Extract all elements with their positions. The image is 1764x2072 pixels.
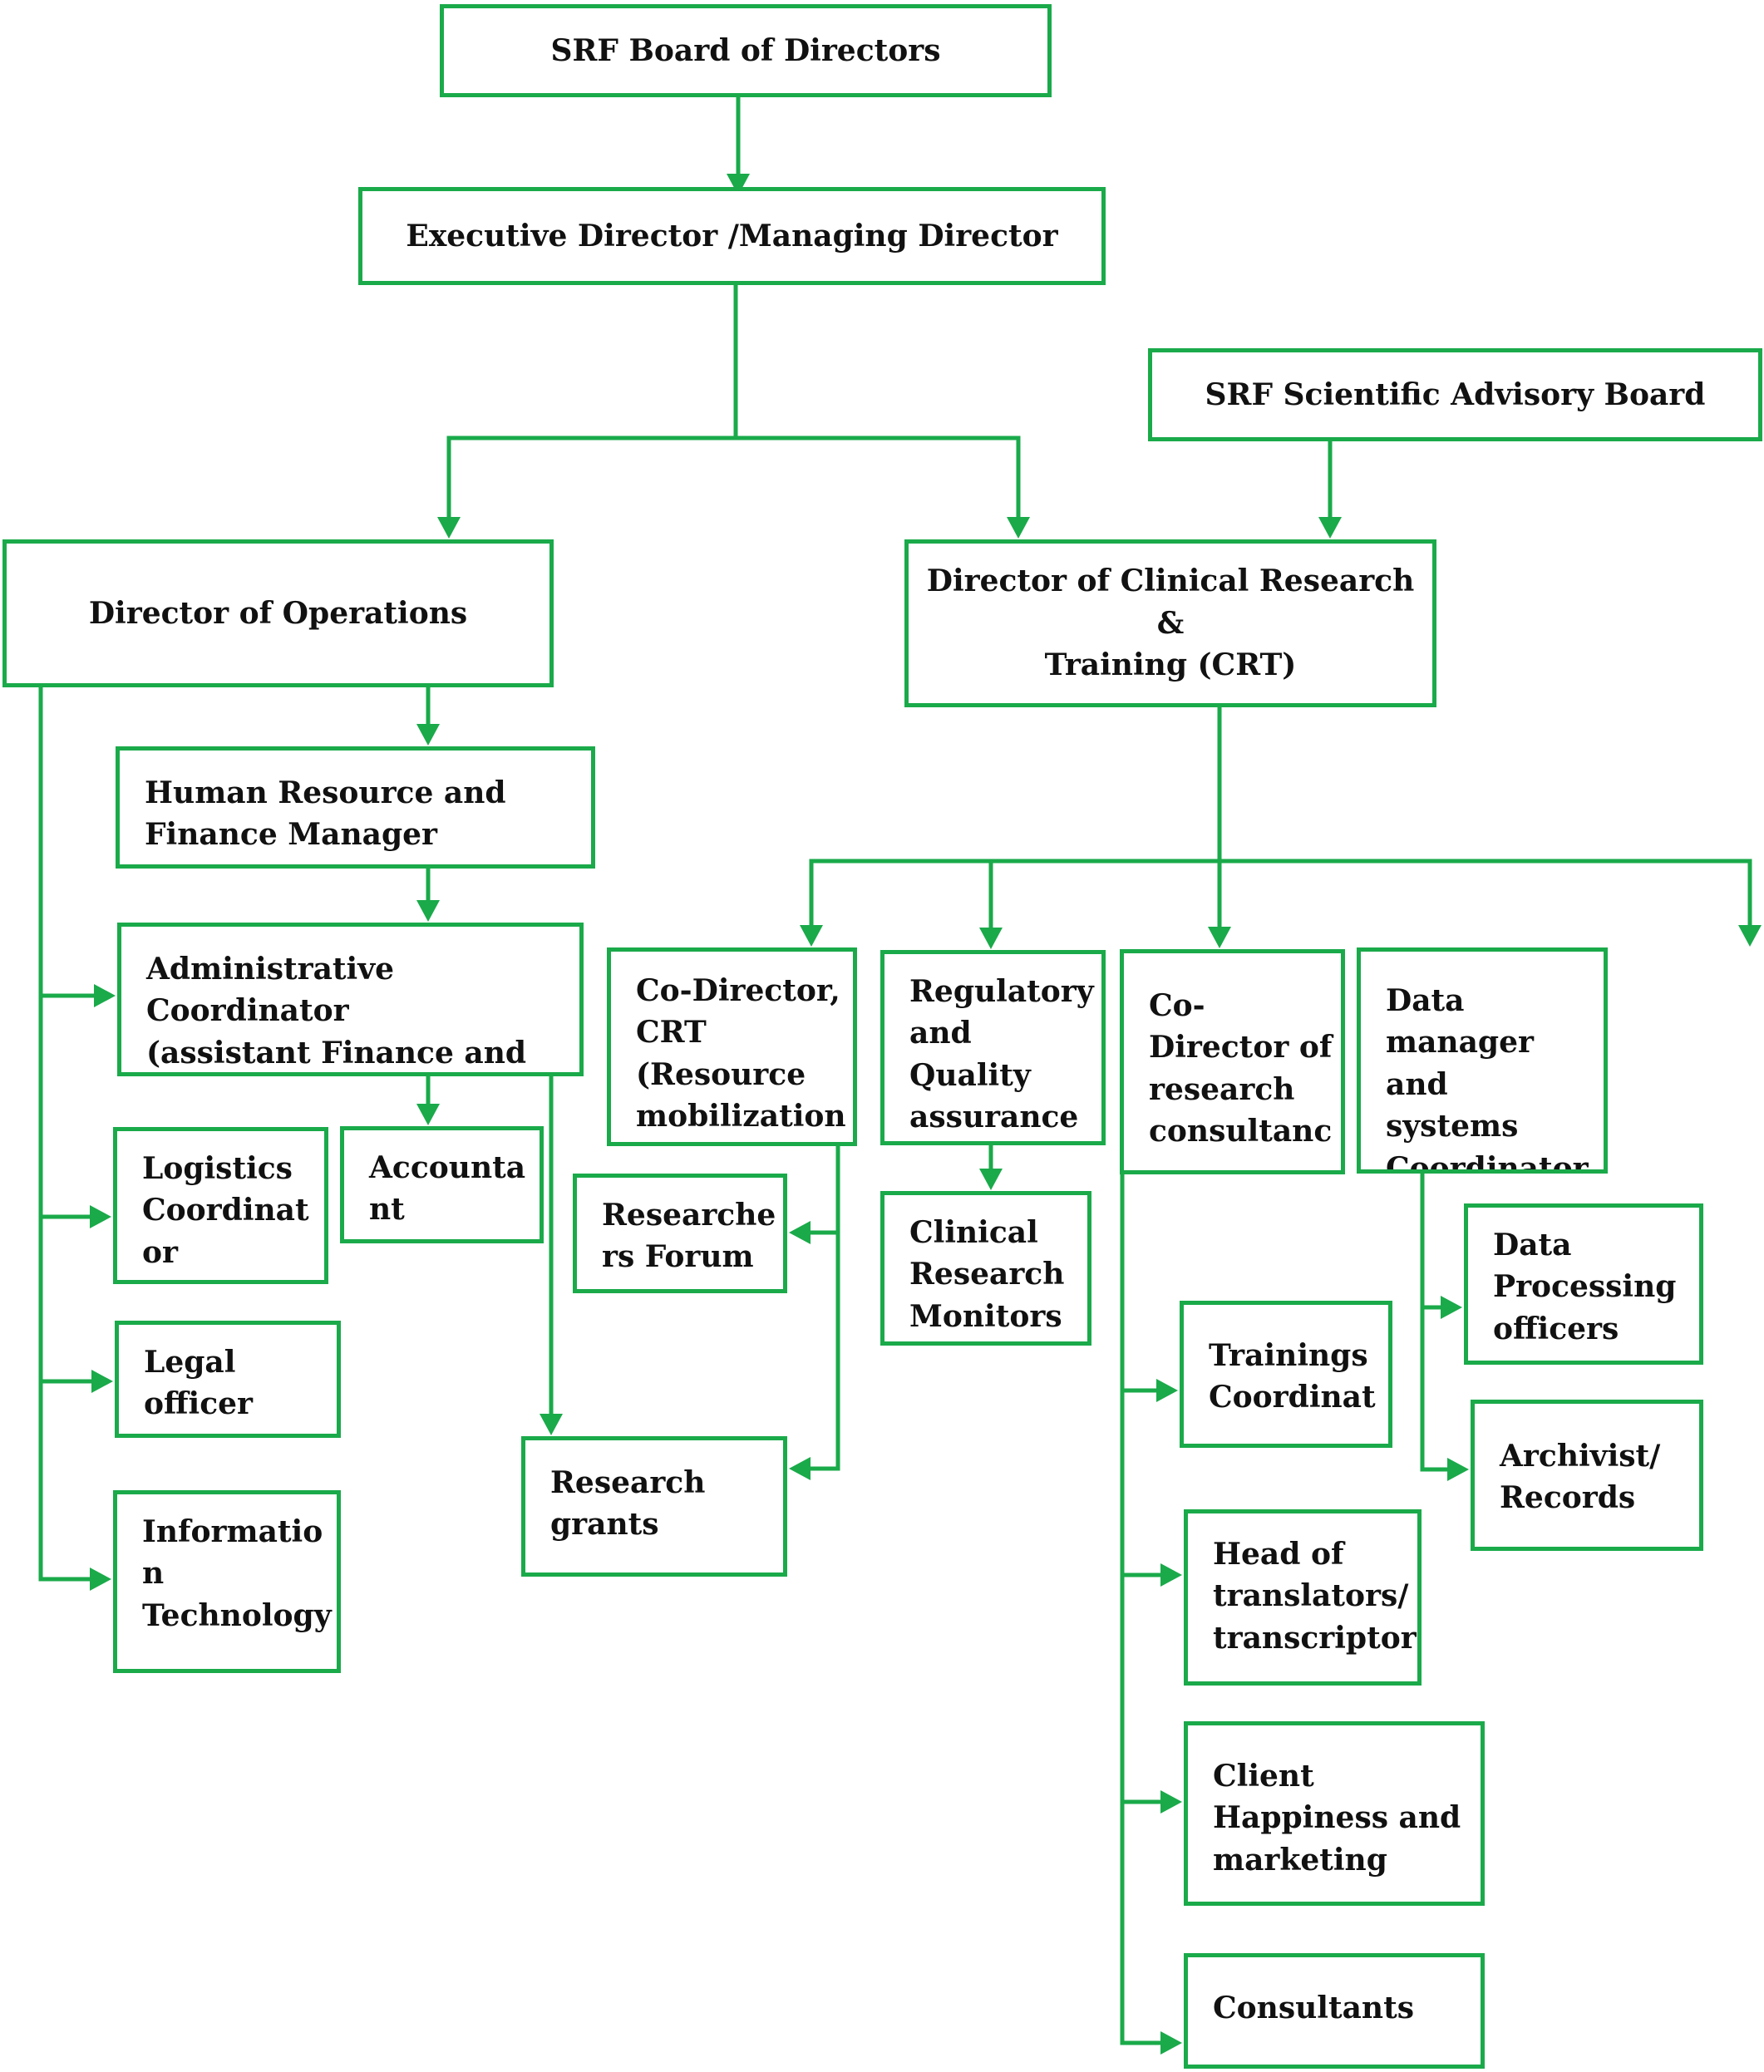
node-researchers-forum: Researche rs Forum [573,1174,787,1293]
node-logistics-coordinator: Logistics Coordinat or [113,1127,328,1284]
arrowhead [789,1221,811,1244]
node-trainings-coordinator: Trainings Coordinat [1180,1301,1392,1448]
arrowhead [416,1104,440,1125]
arrowhead [1160,1790,1182,1814]
node-administrative-coordinator: Administrative Coordinator (assistant Fi… [117,923,584,1076]
node-data-processing-officers: Data Processing officers [1464,1203,1703,1365]
node-executive-director: Executive Director /Managing Director [358,187,1106,285]
arrowhead [1447,1458,1469,1481]
arrowhead [91,1370,113,1393]
arrowhead [727,174,750,195]
node-consultants: Consultants [1184,1953,1485,2069]
node-data-manager: Data manager and systems Coordinator [1357,947,1608,1174]
arrowhead [90,1568,111,1591]
arrowhead [90,1205,111,1228]
arrowhead [416,724,440,746]
arrowhead [979,928,1003,949]
node-legal-officer: Legal officer [115,1321,341,1438]
arrowhead [437,517,461,539]
arrowhead [1318,517,1342,539]
node-information-technology: Informatio n Technology [113,1490,341,1673]
node-director-clinical-research-training: Director of Clinical Research & Training… [904,539,1436,707]
node-director-of-operations: Director of Operations [2,539,554,687]
arrowhead [94,984,116,1007]
node-hr-finance-manager: Human Resource and Finance Manager [116,746,595,869]
arrowhead [540,1414,563,1435]
arrowhead [1156,1379,1178,1402]
arrowhead [1160,1563,1182,1587]
arrowhead [1208,927,1231,948]
node-archivist-records: Archivist/ Records [1471,1400,1703,1551]
arrowhead [979,1169,1003,1190]
node-accountant: Accounta nt [340,1126,544,1243]
arrowhead [1007,517,1030,539]
node-co-director-crt: Co-Director, CRT (Resource mobilization [607,947,857,1146]
node-clinical-research-monitors: Clinical Research Monitors [880,1191,1091,1346]
node-head-of-translators: Head of translators/ transcriptor [1184,1509,1422,1686]
node-scientific-advisory-board: SRF Scientific Advisory Board [1148,348,1762,441]
node-regulatory-quality-assurance: Regulatory and Quality assurance [880,950,1106,1145]
arrowhead [800,925,823,947]
arrowhead [1738,925,1762,947]
arrowhead [1160,2031,1182,2055]
arrowhead [789,1457,811,1480]
node-board-of-directors: SRF Board of Directors [440,4,1052,97]
arrowhead [1441,1296,1462,1319]
node-research-grants: Research grants [521,1436,787,1577]
arrowhead [416,900,440,922]
node-co-director-research-consultancy: Co- Director of research consultanc [1120,949,1345,1174]
node-client-happiness-marketing: Client Happiness and marketing [1184,1721,1485,1906]
